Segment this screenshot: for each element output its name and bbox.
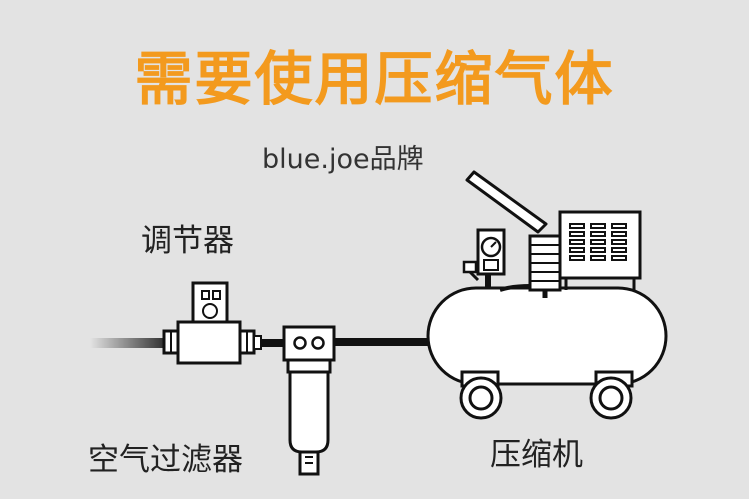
air-filter bbox=[282, 325, 336, 476]
hose-filter-compressor bbox=[333, 338, 435, 346]
regulator-label: 调节器 bbox=[141, 223, 234, 259]
inlet-hose bbox=[90, 338, 178, 348]
compressor-label: 压缩机 bbox=[490, 437, 583, 473]
compressor bbox=[426, 170, 668, 420]
air-filter-label: 空气过滤器 bbox=[88, 442, 243, 478]
regulator bbox=[162, 281, 262, 365]
brand-label: blue.joe品牌 bbox=[262, 144, 424, 175]
page-title: 需要使用压缩气体 bbox=[134, 45, 615, 113]
hose-regulator-filter bbox=[258, 339, 288, 347]
